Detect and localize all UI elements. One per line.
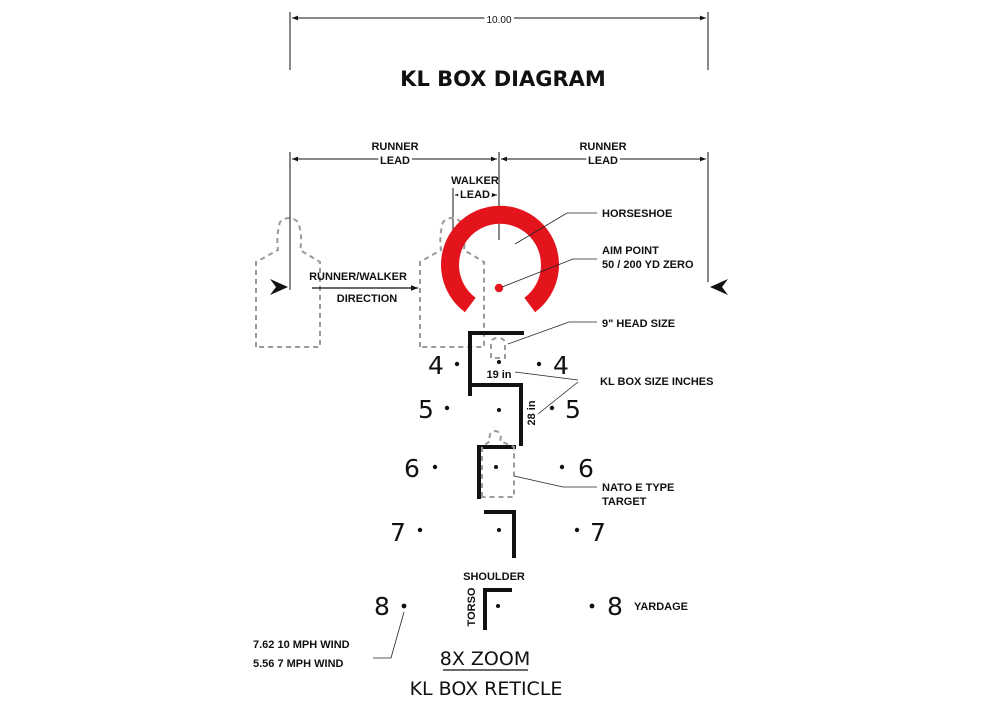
yardage-right-8: 8: [607, 592, 623, 621]
wind-line2: 5.56 7 MPH WIND: [253, 658, 344, 670]
yardage-row-4: 4 4: [428, 351, 569, 380]
aim-point-line1: AIM POINT: [602, 245, 659, 257]
center-dot-8: [496, 604, 500, 608]
aim-point-dot: [494, 283, 504, 293]
yardage-label: YARDAGE: [634, 601, 688, 613]
aim-point-line2: 50 / 200 YD ZERO: [602, 259, 694, 271]
runner-lead-left-line2: LEAD: [380, 155, 410, 167]
nato-line2: TARGET: [602, 496, 647, 508]
yardage-right-4: 4: [553, 351, 569, 380]
center-dot-4: [497, 360, 501, 364]
walker-lead-line1: WALKER: [451, 175, 499, 187]
center-dot-5: [497, 408, 501, 412]
wind-leader: [373, 611, 405, 659]
ghost-target-middle: [419, 217, 485, 348]
center-dot-6: [494, 465, 498, 469]
runner-lead-dimensions: RUNNER LEAD RUNNER LEAD: [289, 141, 709, 290]
yardage-right-6: 6: [578, 454, 594, 483]
kl-box-6: [477, 445, 516, 499]
nato-leader: [513, 475, 597, 488]
horseshoe-label: HORSESHOE: [602, 208, 672, 220]
wind-line1: 7.62 10 MPH WIND: [253, 639, 350, 651]
yardage-left-7: 7: [390, 518, 406, 547]
ghost-target-left: [255, 217, 321, 348]
center-dot-7: [497, 528, 501, 532]
yardage-row-7: 7 7: [390, 518, 606, 547]
box-height-label: 28 in: [526, 400, 538, 425]
walker-lead-dimension: WALKER LEAD: [451, 175, 499, 240]
direction-line1: RUNNER/WALKER: [309, 271, 407, 283]
yardage-row-8: 8 8: [374, 592, 623, 621]
yardage-row-6: 6 6: [404, 454, 594, 483]
left-chevron-icon: [270, 279, 288, 295]
diagram-title: KL BOX DIAGRAM: [400, 67, 606, 91]
right-chevron-icon: [710, 279, 728, 295]
box-size-leader-1: [514, 371, 579, 381]
torso-label: TORSO: [466, 587, 478, 626]
nato-target-outline: [481, 429, 515, 498]
runner-lead-right-line2: LEAD: [588, 155, 618, 167]
yardage-left-8: 8: [374, 592, 390, 621]
horseshoe-leader: [514, 212, 597, 245]
nato-line1: NATO E TYPE: [602, 482, 674, 494]
yardage-left-5: 5: [418, 395, 434, 424]
kl-box-5: [468, 383, 523, 446]
yardage-row-5: 5 5: [418, 395, 581, 424]
box-width-label: 19 in: [486, 369, 511, 381]
shoulder-label: SHOULDER: [463, 571, 525, 583]
box-size-leader-2: [537, 381, 579, 415]
direction-line2: DIRECTION: [337, 293, 398, 305]
kl-box-7: [484, 510, 516, 558]
head-size-label: 9" HEAD SIZE: [602, 318, 675, 330]
footer-zoom: 8X ZOOM: [440, 648, 530, 670]
runner-lead-left-line1: RUNNER: [371, 141, 418, 153]
yardage-right-5: 5: [565, 395, 581, 424]
aim-point-leader: [501, 258, 597, 288]
head-size-outline: [489, 336, 507, 359]
head-size-leader: [507, 321, 597, 345]
yardage-right-7: 7: [590, 518, 606, 547]
top-dimension-label: 10.00: [486, 15, 511, 26]
walker-lead-line2: LEAD: [460, 189, 490, 201]
horseshoe-ring: [441, 205, 559, 313]
top-dimension: 10.00: [289, 12, 709, 70]
yardage-left-4: 4: [428, 351, 444, 380]
kl-box-4: [468, 331, 524, 396]
runner-lead-right-line1: RUNNER: [579, 141, 626, 153]
direction-arrow: RUNNER/WALKER DIRECTION: [309, 271, 418, 305]
box-size-label: KL BOX SIZE INCHES: [600, 376, 713, 388]
yardage-left-6: 6: [404, 454, 420, 483]
kl-box-8: [483, 588, 512, 630]
footer-reticle: KL BOX RETICLE: [410, 678, 563, 700]
